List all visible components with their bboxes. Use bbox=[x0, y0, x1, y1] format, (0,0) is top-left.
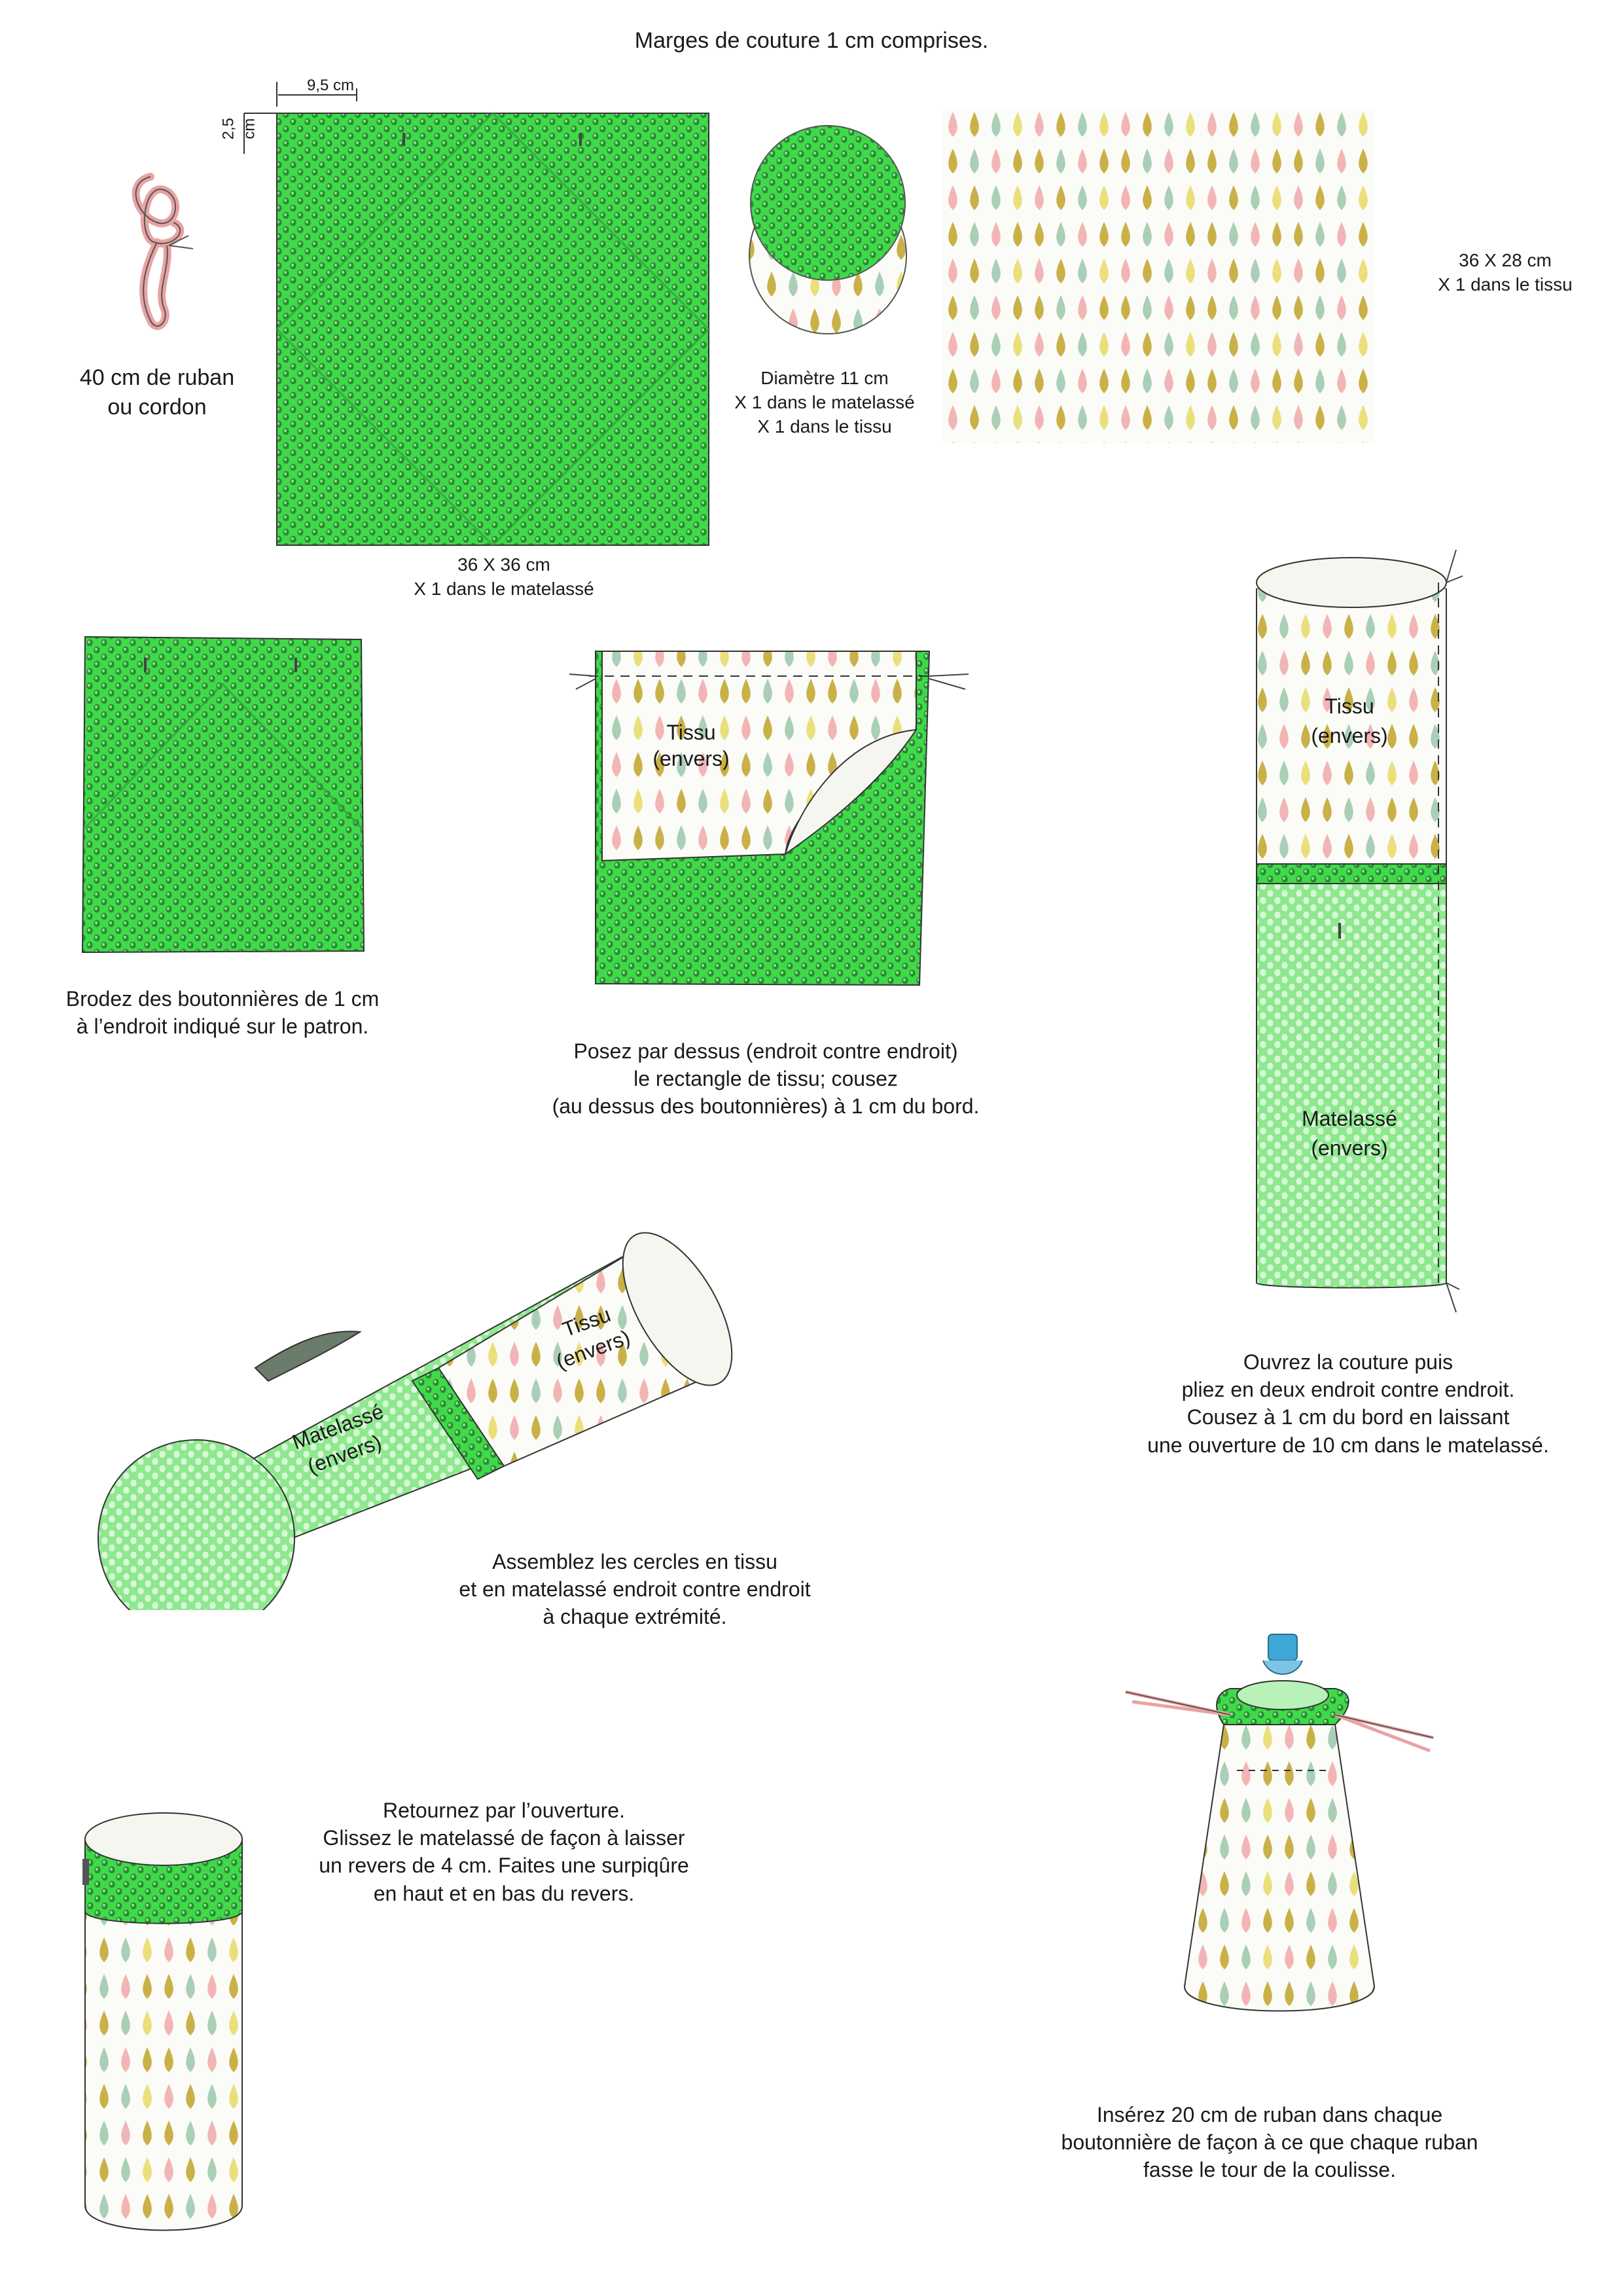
step2-label-envers: (envers) bbox=[652, 747, 729, 770]
dimension-width-label: 9,5 cm bbox=[288, 75, 373, 96]
step3-label-envers1: (envers) bbox=[1311, 724, 1387, 747]
step4-text: Assemblez les cercles en tissu et en mat… bbox=[386, 1548, 883, 1631]
step6-text: Insérez 20 cm de ruban dans chaque bouto… bbox=[982, 2101, 1558, 2184]
step4-illustration: Tissu (envers) Matelassé (envers) bbox=[72, 1191, 766, 1610]
fabric-rectangle-pattern bbox=[942, 108, 1374, 443]
fabric-rectangle-caption: 36 X 28 cm X 1 dans le tissu bbox=[1407, 249, 1603, 297]
step2-illustration: Tissu (envers) bbox=[563, 638, 995, 1005]
quilted-square-pattern bbox=[239, 82, 717, 553]
circle-caption: Diamètre 11 cm X 1 dans le matelassé X 1… bbox=[700, 367, 949, 439]
ribbon-illustration bbox=[111, 157, 209, 340]
step6-illustration bbox=[1106, 1574, 1459, 2032]
step5-text: Retournez par l’ouverture. Glissez le ma… bbox=[275, 1797, 733, 1907]
circle-pattern bbox=[740, 121, 929, 337]
page-title: Marges de couture 1 cm comprises. bbox=[484, 26, 1139, 56]
step1-text: Brodez des boutonnières de 1 cm à l’endr… bbox=[26, 985, 419, 1040]
quilted-square-caption: 36 X 36 cm X 1 dans le matelassé bbox=[366, 553, 641, 601]
step2-text: Posez par dessus (endroit contre endroit… bbox=[484, 1037, 1047, 1121]
ribbon-caption: 40 cm de ruban ou cordon bbox=[46, 363, 268, 422]
step3-label-envers2: (envers) bbox=[1311, 1136, 1387, 1160]
step3-label-tissu: Tissu bbox=[1325, 694, 1374, 718]
step2-label-tissu: Tissu bbox=[666, 721, 715, 744]
step1-illustration bbox=[79, 632, 366, 959]
step3-label-matelasse: Matelassé bbox=[1302, 1107, 1397, 1130]
step3-illustration: Tissu (envers) Matelassé (envers) bbox=[1230, 537, 1466, 1329]
step5-illustration bbox=[72, 1787, 255, 2232]
dimension-height-label: 2,5 cm bbox=[218, 116, 259, 142]
step3-text: Ouvrez la couture puis pliez en deux end… bbox=[1086, 1348, 1610, 1459]
